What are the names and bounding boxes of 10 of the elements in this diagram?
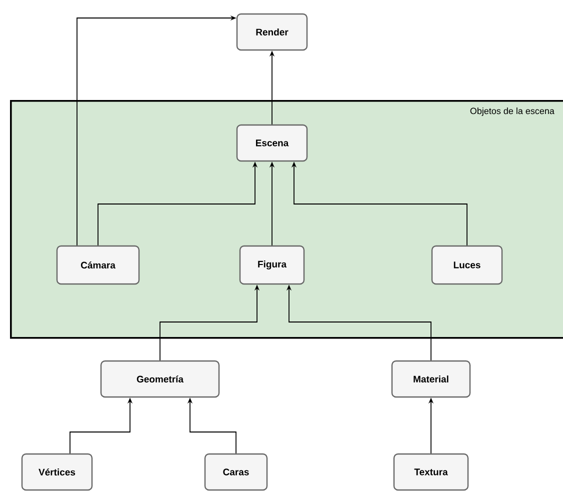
process-box: Luces — [431, 245, 503, 285]
process-box: Escena — [236, 124, 308, 162]
process-box: Caras — [204, 453, 268, 491]
process-box: Cámara — [56, 245, 140, 285]
process-box: Material — [391, 360, 471, 398]
process-box: Render — [236, 13, 308, 51]
process-box: Figura — [239, 245, 305, 285]
process-box: Textura — [393, 453, 469, 491]
process-box: Vértices — [21, 453, 93, 491]
process-box: Geometría — [100, 360, 220, 398]
